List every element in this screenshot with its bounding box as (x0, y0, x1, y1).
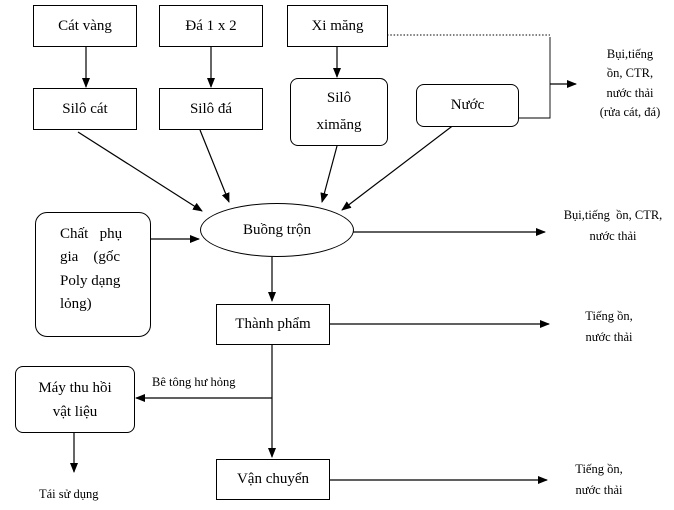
emission-line: Tiếng ồn, (575, 462, 623, 476)
emission-top-right: Bụi,tiếng ồn, CTR, nước thải (rửa cát, đ… (588, 45, 672, 123)
broken-concrete-label: Bê tông hư hỏng (152, 375, 236, 389)
arrow-silocat-to-mixer (77, 131, 203, 212)
phu-gia-line: lỏng) (60, 295, 92, 312)
water-connector-line (519, 37, 551, 119)
emission-line: nước thải (585, 330, 633, 345)
emission-line: Bụi,tiếng ồn, CTR, (563, 208, 663, 222)
emission-line: nước thải (575, 483, 623, 498)
arrow-siloda-to-mixer (199, 129, 230, 203)
da-1x2-box: Đá 1 x 2 (159, 5, 263, 47)
may-thu-hoi-line1: Máy thu hồi (38, 379, 112, 396)
emission-product: Tiếng ồn, nước thải (566, 306, 652, 349)
silo-ximang-line2: ximăng (316, 117, 362, 133)
emission-line: nước thải (589, 229, 637, 244)
phu-gia-line: Poly dạng (60, 272, 121, 289)
phu-gia-line: Chất phụ (60, 226, 123, 242)
emission-line: Tiếng ồn, (585, 309, 633, 323)
emission-line: ồn, CTR, (606, 66, 654, 81)
xi-mang-box: Xi măng (287, 5, 388, 47)
emission-line: nước thải (606, 85, 654, 100)
arrow-nuoc-to-mixer (341, 123, 456, 211)
emission-transport: Tiếng ồn, nước thải (556, 459, 642, 502)
thanh-pham-box: Thành phẩm (216, 304, 330, 345)
cat-vang-box: Cát vàng (33, 5, 137, 47)
silo-ximang-box: Silô ximăng (290, 78, 388, 146)
silo-ximang-line1: Silô (326, 90, 352, 106)
emission-line: (rửa cát, đá) (599, 105, 661, 120)
reuse-label: Tái sử dụng (39, 487, 99, 501)
may-thu-hoi-line2: vật liệu (52, 403, 98, 420)
silo-cat-box: Silô cát (33, 88, 137, 130)
buong-tron-ellipse: Buồng trộn (200, 203, 354, 257)
arrow-siloxm-to-mixer (320, 145, 338, 203)
emission-line: Bụi,tiếng (606, 47, 654, 61)
van-chuyen-box: Vận chuyển (216, 459, 330, 500)
may-thu-hoi-box: Máy thu hồi vật liệu (15, 366, 135, 433)
phu-gia-line: gia (gốc (60, 249, 120, 266)
nuoc-box: Nước (416, 84, 519, 127)
silo-da-box: Silô đá (159, 88, 263, 130)
emission-mixer: Bụi,tiếng ồn, CTR, nước thải (552, 205, 674, 248)
phu-gia-box: Chất phụ gia (gốc Poly dạng lỏng) (35, 212, 151, 337)
